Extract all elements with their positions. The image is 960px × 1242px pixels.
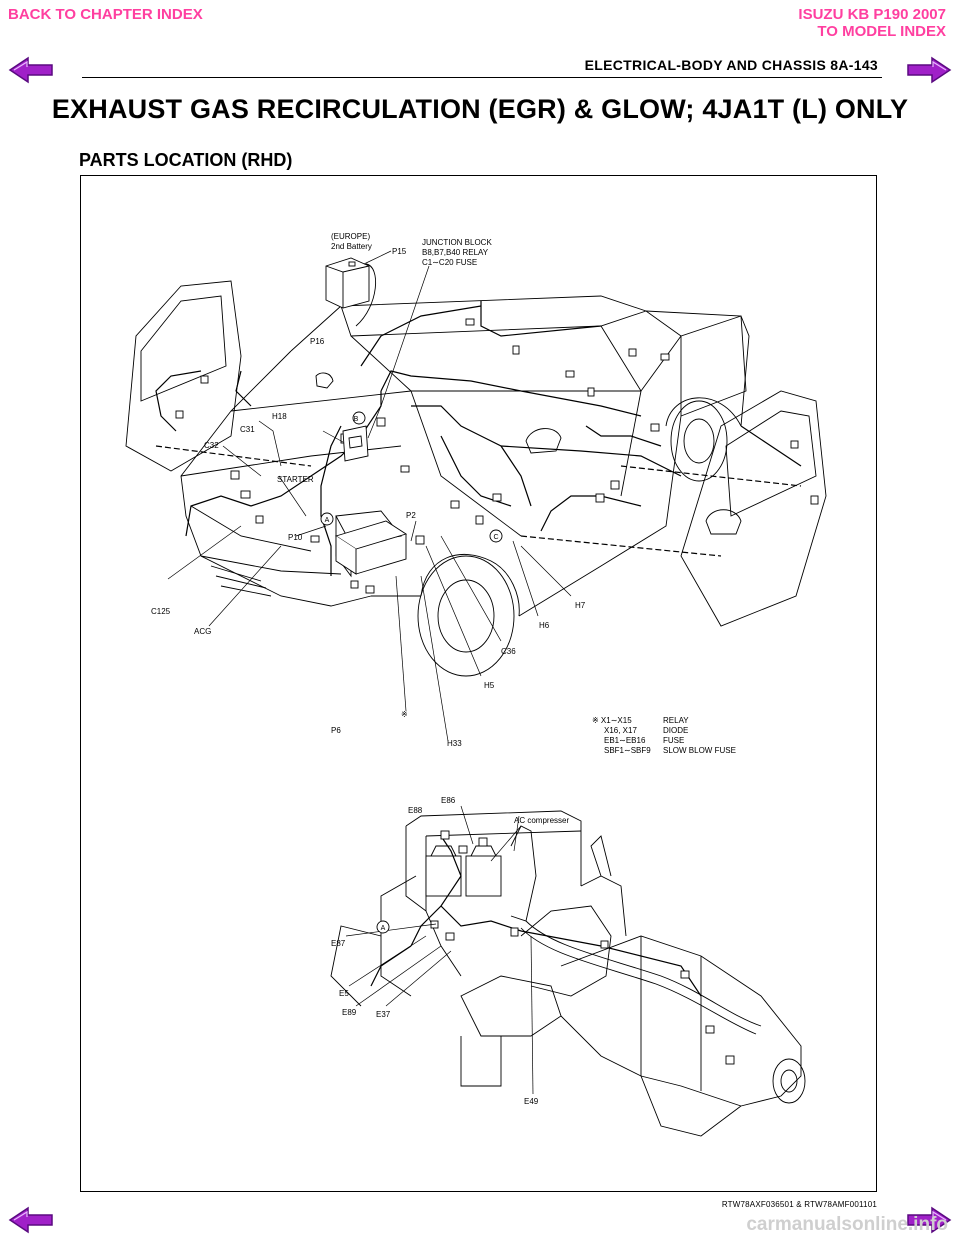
next-page-arrow-icon[interactable] (906, 56, 952, 84)
watermark: carmanualsonline.info (746, 1214, 948, 1235)
header-divider (82, 77, 882, 78)
circle-c-label: C (493, 534, 498, 541)
europe-note: (EUROPE) (331, 232, 370, 241)
label-c36: C36 (501, 647, 516, 656)
model-name: ISUZU KB P190 2007 (798, 6, 946, 23)
label-p2: P2 (406, 511, 416, 520)
label-e86: E86 (441, 796, 456, 805)
to-model-index-label: TO MODEL INDEX (817, 23, 946, 40)
legend-desc-1: DIODE (663, 726, 688, 735)
legend-code-2: EB1∼EB16 (604, 736, 646, 745)
back-to-chapter-index-link[interactable]: BACK TO CHAPTER INDEX (8, 6, 203, 23)
previous-page-arrow-icon[interactable] (8, 56, 54, 84)
figure-labels: (EUROPE) 2nd Battery P15 JUNCTION BLOCK … (151, 232, 736, 1106)
junction-block-line2: B8,B7,B40 RELAY (422, 248, 489, 257)
label-p10: P10 (288, 533, 303, 542)
label-e5: E5 (339, 989, 349, 998)
label-starter: STARTER (277, 475, 314, 484)
legend-desc-2: FUSE (663, 736, 684, 745)
label-h6: H6 (539, 621, 550, 630)
label-ac-compressor: AC compresser (514, 816, 569, 825)
label-h7: H7 (575, 601, 586, 610)
wiring-harness (155, 301, 802, 576)
callout-circles (320, 411, 503, 934)
junction-block-drawing (342, 425, 369, 462)
label-c32: C32 (204, 441, 219, 450)
engine-harness (370, 835, 702, 997)
label-e89: E89 (342, 1008, 357, 1017)
figure-code: RTW78AXF036501 & RTW78AMF001101 (721, 1200, 877, 1209)
circle-a-label: A (325, 517, 330, 524)
label-e37: E37 (376, 1010, 391, 1019)
battery-note: 2nd Battery (331, 242, 372, 251)
previous-page-arrow-bottom-icon[interactable] (8, 1206, 54, 1234)
label-e49: E49 (524, 1097, 539, 1106)
main-battery-drawing (334, 520, 408, 575)
label-p16: P16 (310, 337, 325, 346)
vehicle-body-outline (125, 280, 827, 677)
label-c125: C125 (151, 607, 171, 616)
label-p15: P15 (392, 247, 407, 256)
label-acg: ACG (194, 627, 211, 636)
junction-block-line3: C1∼C20 FUSE (422, 258, 477, 267)
circle-b-label: B (354, 416, 359, 423)
legend-code-0: ※ X1∼X15 (592, 716, 632, 725)
label-note-mark: ※ (401, 710, 408, 719)
section-subtitle: PARTS LOCATION (RHD) (79, 150, 293, 170)
label-h33: H33 (447, 739, 462, 748)
legend-code-3: SBF1∼SBF9 (604, 746, 651, 755)
parts-location-figure: (EUROPE) 2nd Battery P15 JUNCTION BLOCK … (80, 175, 877, 1192)
harness-connectors (175, 318, 819, 594)
parts-location-diagram: (EUROPE) 2nd Battery P15 JUNCTION BLOCK … (125, 232, 827, 1137)
circle-a2-label: A (381, 925, 386, 932)
legend: ※ X1∼X15 RELAY X16, X17 DIODE EB1∼EB16 F… (592, 716, 736, 755)
next-page-arrow-bottom-icon[interactable] (906, 1206, 952, 1234)
label-h18: H18 (272, 412, 287, 421)
junction-block-line1: JUNCTION BLOCK (422, 238, 492, 247)
label-p6: P6 (331, 726, 341, 735)
label-h5: H5 (484, 681, 495, 690)
legend-desc-3: SLOW BLOW FUSE (663, 746, 736, 755)
legend-code-1: X16, X17 (604, 726, 637, 735)
label-c31: C31 (240, 425, 255, 434)
legend-desc-0: RELAY (663, 716, 689, 725)
second-battery-drawing (325, 257, 377, 327)
model-index-link[interactable]: ISUZU KB P190 2007 TO MODEL INDEX (798, 6, 946, 40)
label-e88: E88 (408, 806, 423, 815)
page-title: EXHAUST GAS RECIRCULATION (EGR) & GLOW; … (51, 94, 909, 124)
section-title: ELECTRICAL-BODY AND CHASSIS 8A-143 (584, 57, 878, 73)
label-e87: E87 (331, 939, 346, 948)
leader-lines (167, 250, 572, 1095)
